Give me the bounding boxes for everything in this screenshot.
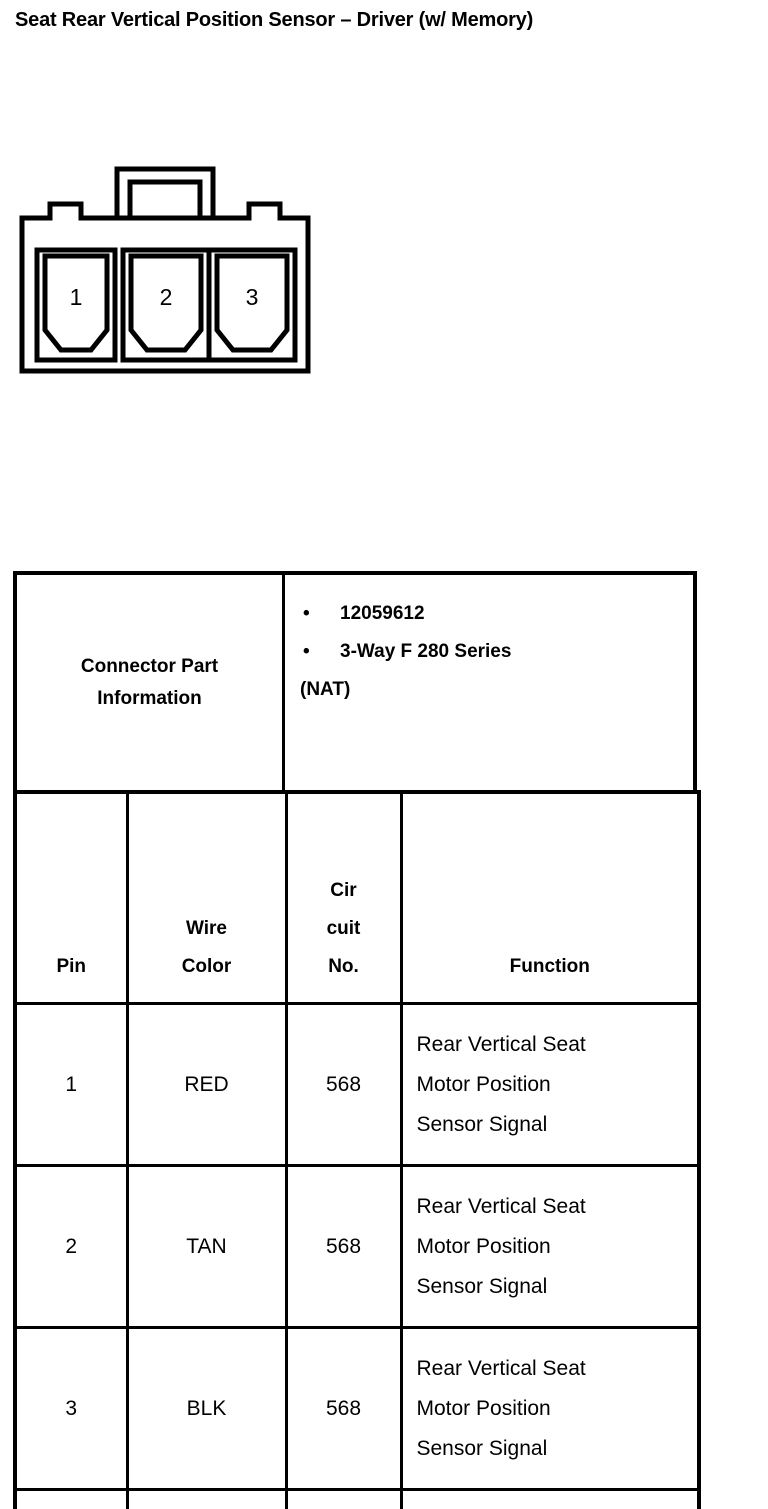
connector-part-list: • 12059612 • 3-Way F 280 Series: [285, 595, 693, 671]
function-line: Motor Position: [417, 1065, 698, 1105]
connector-part-information-value-cell: • 12059612 • 3-Way F 280 Series (NAT): [285, 575, 693, 790]
cell-circuit-no: 568: [286, 1004, 401, 1166]
cpi-label-line-2: Information: [97, 688, 202, 709]
cavity-1-number: 1: [70, 284, 83, 310]
cell-wire-color: BLK: [127, 1328, 286, 1490]
cell-function: Rear Vertical Seat Motor Position Sensor…: [401, 1328, 699, 1490]
function-line: Rear Vertical Seat: [417, 1187, 698, 1227]
cell-function: [401, 1490, 699, 1509]
header-function-line-1: Function: [403, 948, 698, 986]
cell-wire-color: RED: [127, 1004, 286, 1166]
connector-part-description-continuation: (NAT): [285, 671, 693, 709]
table-row-partial: [15, 1490, 699, 1509]
cpi-label-line-1: Connector Part: [81, 656, 218, 677]
cell-wire-color: [127, 1490, 286, 1509]
pin-table: Pin Wire Color Cir cuit No. Function 1 R…: [13, 790, 701, 1509]
connector-latch-window: [130, 182, 200, 218]
cell-pin: [15, 1490, 127, 1509]
cell-circuit-no: [286, 1490, 401, 1509]
cell-pin: 2: [15, 1166, 127, 1328]
function-line: Motor Position: [417, 1389, 698, 1429]
header-circuit-no-line-2: cuit: [288, 910, 400, 948]
column-header-function: Function: [401, 792, 699, 1004]
function-line: Sensor Signal: [417, 1429, 698, 1469]
bullet-icon: •: [303, 633, 310, 671]
column-header-circuit-no: Cir cuit No.: [286, 792, 401, 1004]
pin-table-header-row: Pin Wire Color Cir cuit No. Function: [15, 792, 699, 1004]
column-header-wire-color: Wire Color: [127, 792, 286, 1004]
connector-diagram-panel: 1 2 3: [13, 52, 697, 571]
table-row: 3 BLK 568 Rear Vertical Seat Motor Posit…: [15, 1328, 699, 1490]
header-wire-color-line-1: Wire: [129, 910, 285, 948]
cell-pin: 3: [15, 1328, 127, 1490]
header-pin-line-1: Pin: [17, 948, 126, 986]
function-line: Sensor Signal: [417, 1267, 698, 1307]
bullet-icon: •: [303, 595, 310, 633]
connector-part-number: 12059612: [340, 603, 425, 624]
connector-part-description: 3-Way F 280 Series: [340, 641, 511, 662]
function-line: Rear Vertical Seat: [417, 1025, 698, 1065]
cavity-2-number: 2: [160, 284, 173, 310]
connector-part-information-label-cell: Connector Part Information: [17, 575, 285, 790]
function-line: Motor Position: [417, 1227, 698, 1267]
connector-part-list-item: • 3-Way F 280 Series: [285, 633, 693, 671]
function-line: Rear Vertical Seat: [417, 1349, 698, 1389]
header-circuit-no-line-1: Cir: [288, 872, 400, 910]
connector-face-view-drawing: 1 2 3: [13, 52, 697, 571]
table-row: 1 RED 568 Rear Vertical Seat Motor Posit…: [15, 1004, 699, 1166]
function-line: Sensor Signal: [417, 1105, 698, 1145]
cell-pin: 1: [15, 1004, 127, 1166]
header-wire-color-line-2: Color: [129, 948, 285, 986]
cell-circuit-no: 568: [286, 1328, 401, 1490]
column-header-pin: Pin: [15, 792, 127, 1004]
header-circuit-no-line-3: No.: [288, 948, 400, 986]
connector-part-list-item: • 12059612: [285, 595, 693, 633]
cell-circuit-no: 568: [286, 1166, 401, 1328]
connector-part-information-row: Connector Part Information • 12059612 • …: [13, 571, 697, 790]
cell-function: Rear Vertical Seat Motor Position Sensor…: [401, 1166, 699, 1328]
connector-part-information-label: Connector Part Information: [81, 651, 218, 715]
table-row: 2 TAN 568 Rear Vertical Seat Motor Posit…: [15, 1166, 699, 1328]
cell-wire-color: TAN: [127, 1166, 286, 1328]
cavity-3-number: 3: [246, 284, 259, 310]
page-title: Seat Rear Vertical Position Sensor – Dri…: [15, 7, 533, 33]
cell-function: Rear Vertical Seat Motor Position Sensor…: [401, 1004, 699, 1166]
